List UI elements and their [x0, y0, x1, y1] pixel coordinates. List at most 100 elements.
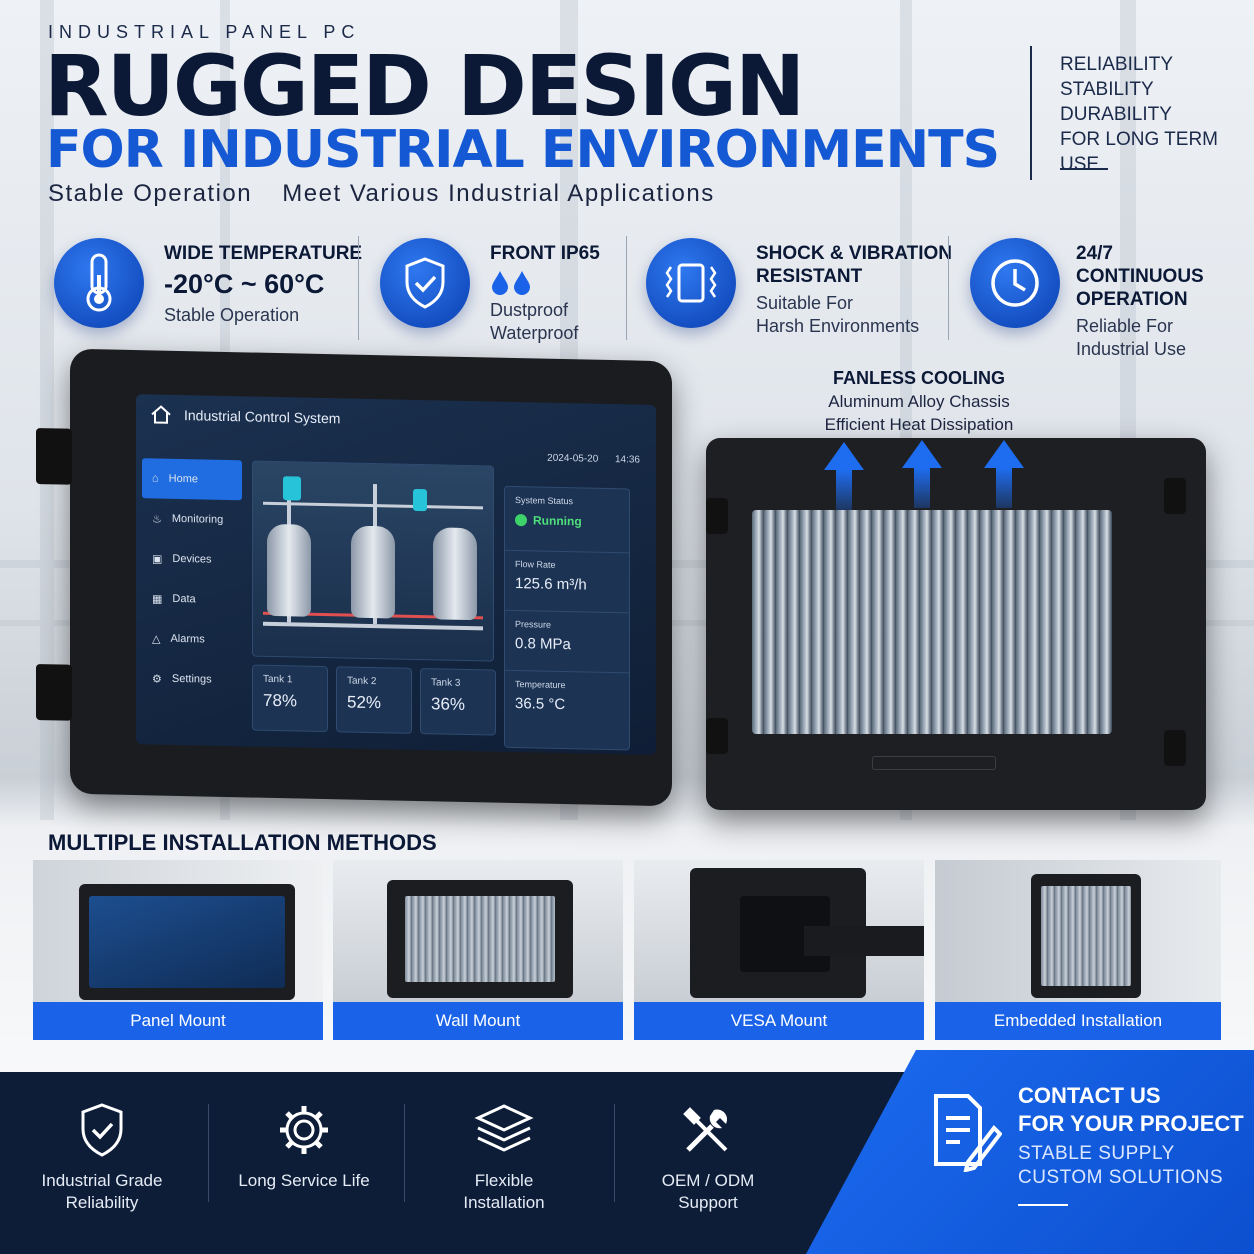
benefit-item: STABILITY — [1060, 79, 1154, 100]
tagline-a: Stable Operation — [48, 180, 253, 207]
tank-label: Tank 1 — [263, 673, 293, 686]
divider — [404, 1104, 405, 1202]
divider — [358, 236, 359, 340]
devices-icon: ▣ — [152, 552, 163, 566]
status-value: Running — [533, 513, 582, 529]
screen-sidebar: ⌂Home ♨ Monitoring ▣ Devices ▦Data △ Alarms… — [142, 458, 242, 700]
airflow-arrow-icon — [824, 442, 864, 470]
tank-label: Tank 2 — [347, 675, 377, 688]
shield-check-icon — [380, 238, 470, 328]
status-dot — [515, 514, 527, 527]
tools-icon — [618, 1100, 798, 1160]
feature-desc: Stable Operation — [164, 305, 300, 325]
benefit-item: DURABILITY — [1060, 104, 1172, 125]
install-card-wall[interactable]: Wall Mount — [333, 860, 623, 1040]
benefit-list: RELIABILITY STABILITY DURABILITY FOR LON… — [1060, 52, 1254, 177]
nav-settings[interactable]: ⚙Settings — [142, 658, 242, 700]
nav-home[interactable]: ⌂Home — [142, 458, 242, 501]
nav-devices[interactable]: ▣ Devices — [142, 538, 242, 580]
monitoring-icon: ♨ — [152, 512, 162, 526]
metric-value: 0.8 MPa — [515, 635, 571, 654]
feature-desc: Dustproof — [490, 300, 569, 320]
divider — [1018, 1204, 1068, 1206]
screen-thumbnail — [89, 896, 285, 988]
install-label: Wall Mount — [333, 1002, 623, 1040]
tank-value: 36% — [431, 694, 466, 714]
mount-bracket — [36, 663, 72, 721]
fanless-title: FANLESS COOLING — [832, 368, 1005, 388]
divider — [208, 1104, 209, 1202]
process-diagram — [252, 460, 494, 662]
install-label: VESA Mount — [634, 1002, 924, 1040]
contact-heading: CONTACT US FOR YOUR PROJECT — [1018, 1082, 1244, 1138]
divider — [1060, 168, 1108, 170]
feature-desc: Industrial Use — [1076, 339, 1187, 359]
feature-desc: Harsh Environments — [756, 316, 920, 336]
feature-title: SHOCK & VIBRATION — [756, 243, 952, 264]
tank-small — [413, 488, 427, 512]
home-icon[interactable] — [150, 404, 172, 424]
water-drop-icon — [490, 269, 600, 295]
fanless-line: Aluminum Alloy Chassis — [828, 392, 1010, 411]
mount-bracket — [706, 498, 728, 534]
tagline: Stable Operation Meet Various Industrial… — [48, 180, 737, 208]
screen-time: 14:36 — [614, 454, 640, 466]
home-icon: ⌂ — [152, 472, 159, 485]
tank — [433, 527, 477, 621]
feature-title: RESISTANT — [756, 266, 863, 287]
tank-small — [283, 476, 301, 501]
benefit-item: RELIABILITY — [1060, 54, 1173, 75]
install-card-embedded[interactable]: Embedded Installation — [935, 860, 1221, 1040]
alarm-icon: △ — [152, 632, 161, 646]
document-edit-icon — [928, 1092, 1003, 1177]
install-card-panel[interactable]: Panel Mount — [33, 860, 323, 1040]
footer-text: Flexible — [474, 1171, 534, 1190]
install-card-vesa[interactable]: VESA Mount — [634, 860, 924, 1040]
contact-text: STABLE SUPPLY CUSTOM SOLUTIONS — [1018, 1142, 1223, 1190]
nav-alarms[interactable]: △ Alarms — [142, 618, 242, 660]
vibration-icon — [646, 238, 736, 328]
installation-title: MULTIPLE INSTALLATION METHODS — [48, 830, 437, 855]
hmi-screen: Industrial Control System 2024-05-20 14:… — [136, 394, 656, 755]
footer-text: Industrial Grade — [41, 1171, 163, 1190]
nav-data[interactable]: ▦Data — [142, 578, 242, 620]
thermometer-icon — [54, 238, 144, 328]
install-label: Embedded Installation — [935, 1002, 1221, 1040]
feature-shock: SHOCK & VIBRATION RESISTANT Suitable For… — [646, 238, 952, 338]
feature-desc: Reliable For — [1076, 316, 1174, 336]
gear-icon — [214, 1100, 394, 1160]
divider — [948, 236, 949, 340]
feature-ip65: FRONT IP65 Dustproof Waterproof — [380, 238, 600, 345]
divider — [626, 236, 627, 340]
footer-item-service-life: Long Service Life — [214, 1100, 394, 1192]
nav-label: Devices — [172, 552, 212, 566]
install-label: Panel Mount — [33, 1002, 323, 1040]
metric-label: Temperature — [515, 679, 566, 691]
tank — [267, 523, 311, 617]
panel-pc-front: Industrial Control System 2024-05-20 14:… — [36, 348, 672, 807]
nav-label: Alarms — [170, 632, 205, 646]
footer-text: Long Service Life — [238, 1171, 370, 1190]
clock-icon — [970, 238, 1060, 328]
airflow-arrow-icon — [984, 440, 1024, 468]
eyebrow-text: INDUSTRIAL PANEL PC — [48, 22, 361, 42]
status-label: System Status — [515, 495, 574, 507]
contact-text-line: STABLE SUPPLY — [1018, 1143, 1175, 1164]
contact-heading-line: CONTACT US — [1018, 1083, 1161, 1108]
feature-title: 24/7 — [1076, 243, 1113, 264]
mount-bracket — [36, 427, 72, 485]
feature-continuous: 24/7 CONTINUOUS OPERATION Reliable For I… — [970, 238, 1204, 361]
heatsink — [1041, 886, 1131, 986]
nav-monitoring[interactable]: ♨ Monitoring — [142, 498, 242, 540]
tagline-b: Meet Various Industrial Applications — [282, 180, 715, 207]
feature-value: -20°C ~ 60°C — [164, 269, 325, 299]
nav-label: Monitoring — [171, 512, 224, 526]
